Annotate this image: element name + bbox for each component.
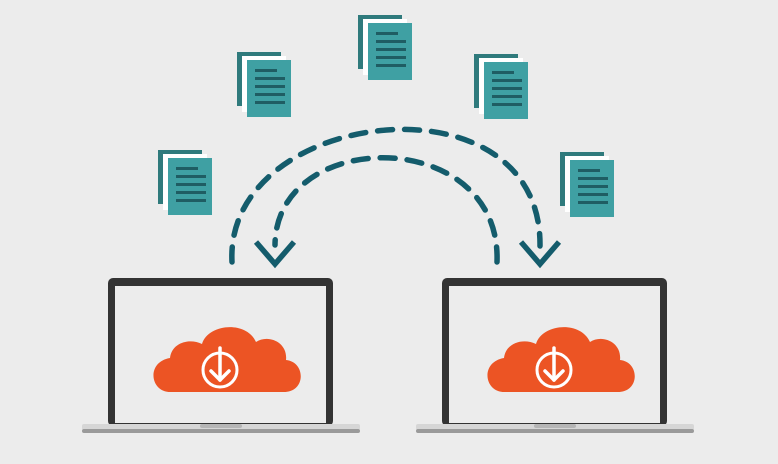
document-icon <box>158 150 212 215</box>
transfer-arrow-icon <box>229 126 562 269</box>
document-icon <box>237 52 291 117</box>
document-icon <box>560 152 614 217</box>
document-icon <box>474 54 528 119</box>
document-icon <box>358 15 412 80</box>
